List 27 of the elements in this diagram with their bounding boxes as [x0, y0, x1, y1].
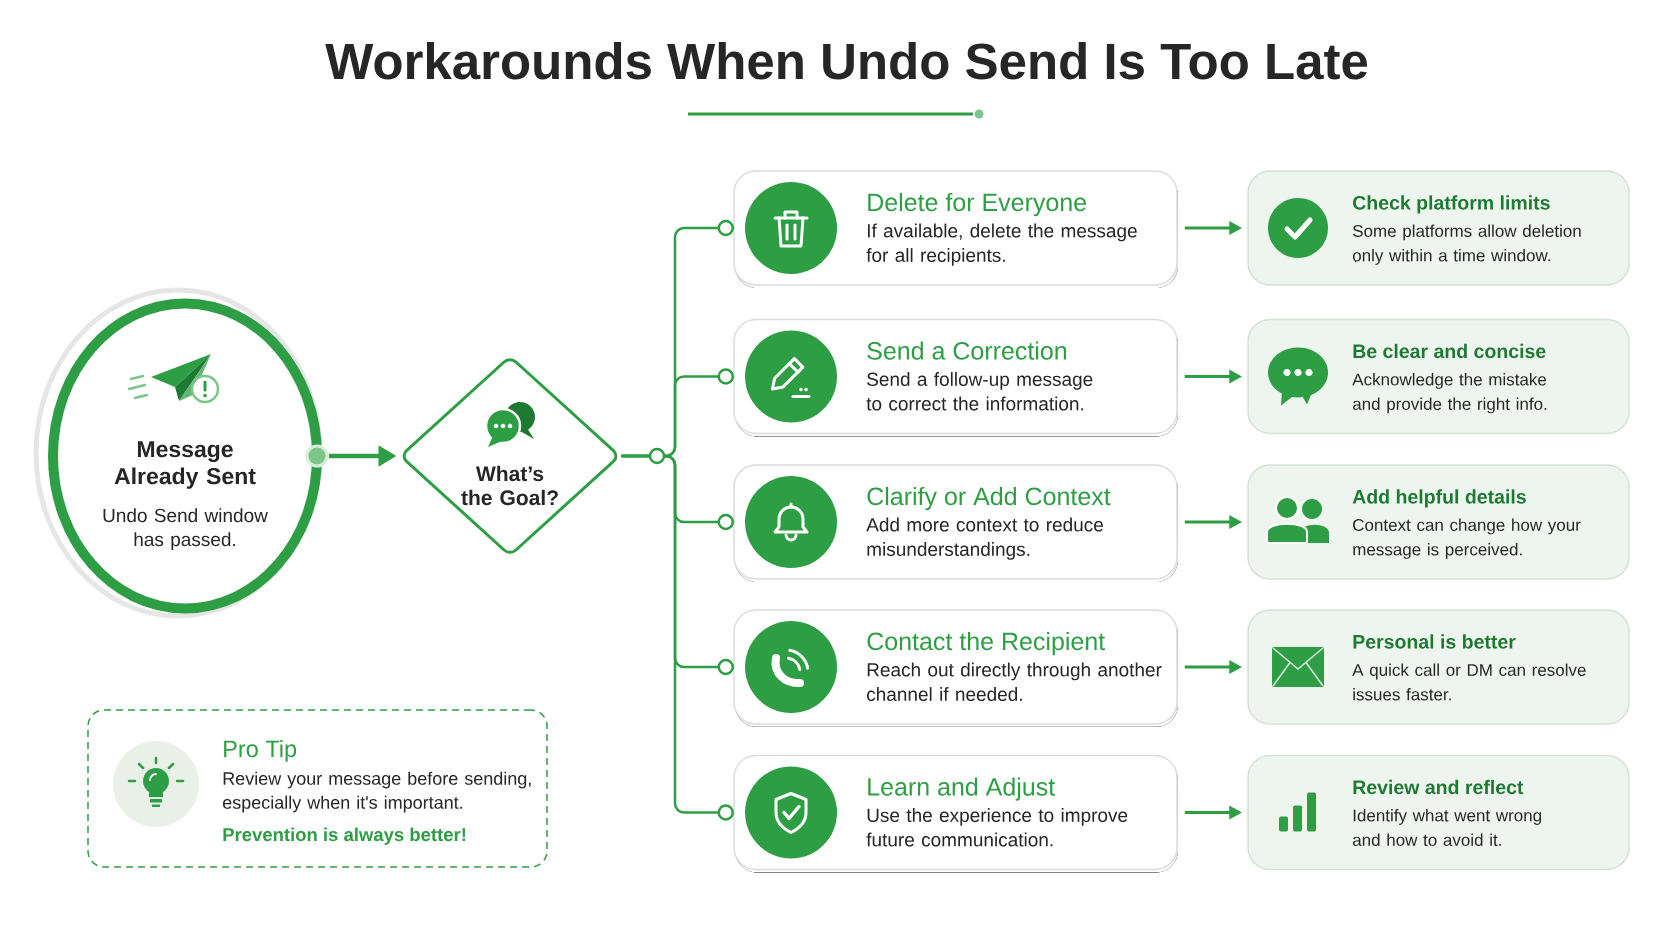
tip-heading: Pro Tip [224, 740, 297, 762]
option-heading: Contact the Recipient [867, 631, 1105, 656]
option-text: Reach out directly through another channel if needed. [867, 662, 1162, 702]
option-text: Send a follow-up message to correct the information. [866, 372, 1093, 411]
option-text: If available, delete the message for all recipients. [866, 223, 1137, 266]
title: Workarounds When Undo Send Is Too Late [325, 42, 1368, 80]
result-text: Some platforms allow deletion only within a time window. [1352, 224, 1581, 265]
tip-text: Review your message before sending, especially when it's important. [223, 771, 531, 813]
result-text: Context can change how your message is perceived. [1353, 518, 1581, 559]
result-heading: Be clear and concise [1353, 343, 1546, 359]
result-heading: Personal is better [1353, 634, 1516, 649]
result-heading: Review and reflect [1353, 779, 1524, 795]
result-text: Acknowledge the mistake and provide the right info. [1352, 373, 1547, 414]
highlight-text: Prevention is always better! [223, 827, 466, 845]
result-text: Identify what went wrong and how to avoid it. [1352, 809, 1541, 846]
decision-text: What’s the Goal? [461, 465, 558, 506]
option-heading: Learn and Adjust [868, 777, 1055, 801]
circle-heading: Message Already Sent [114, 441, 256, 489]
result-heading: Check platform limits [1353, 195, 1550, 214]
option-heading: Send a Correction [867, 341, 1067, 360]
result-heading: Add helpful details [1352, 489, 1526, 508]
option-text: Add more context to reduce misunderstandings. [866, 517, 1103, 560]
circle-text: Undo Send window has passed. [103, 508, 268, 550]
option-heading: Delete for Everyone [868, 192, 1086, 217]
option-heading: Clarify or Add Context [867, 486, 1111, 511]
result-text: A quick call or DM can resolve issues faster. [1352, 663, 1586, 701]
option-text: Use the experience to improve future communication. [866, 808, 1128, 847]
